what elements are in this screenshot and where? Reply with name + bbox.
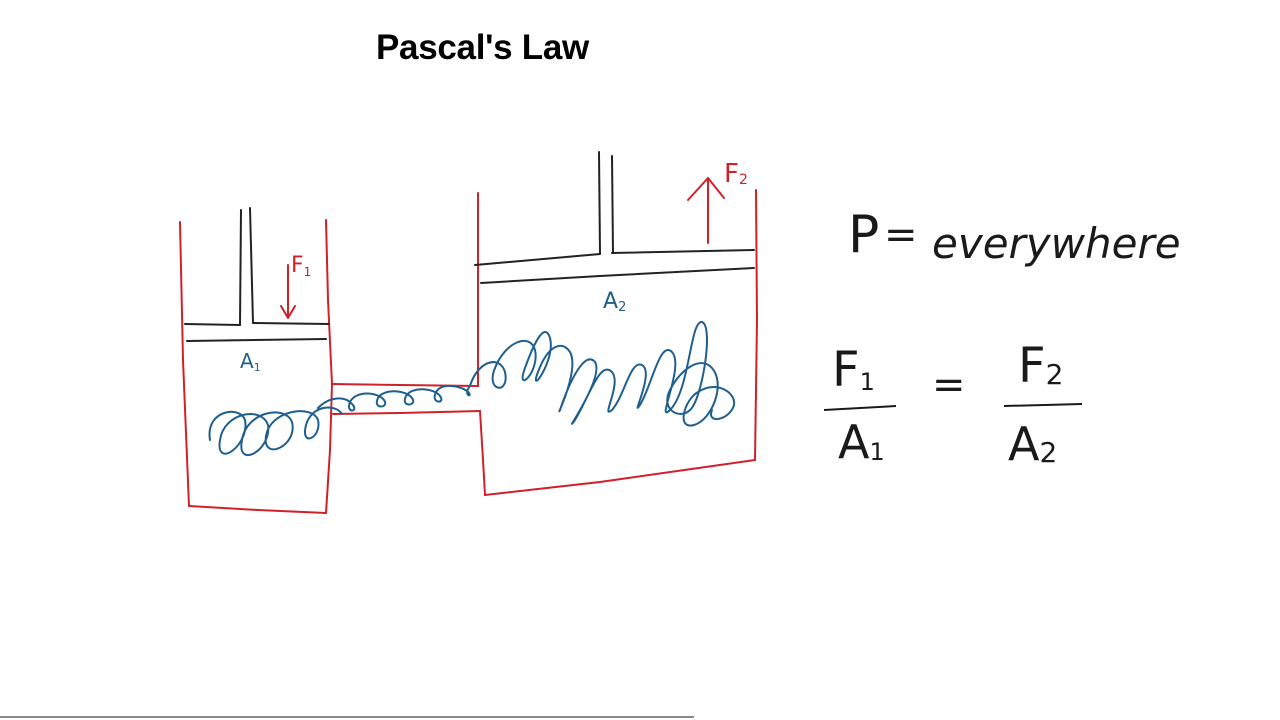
force-large-letter: F [724, 159, 739, 189]
ratio-right-numerator-letter: F [1018, 338, 1046, 394]
pistons [184, 151, 755, 342]
ratio-right-denominator: A2 [1008, 417, 1057, 471]
ratio-right-denominator-subscript: 2 [1039, 436, 1057, 469]
ratio-left-fraction-bar [823, 405, 897, 411]
fluid-swirl-small [208, 406, 343, 456]
force-small-letter: F [291, 253, 304, 278]
area-large-subscript: 2 [618, 300, 626, 315]
force-arrows [280, 177, 725, 319]
ratio-right-denominator-letter: A [1008, 417, 1040, 471]
force-small-label: F1 [291, 253, 311, 279]
ratio-equals: = [932, 362, 966, 408]
force-large-label: F2 [724, 159, 748, 189]
slide-title: Pascal's Law [376, 28, 589, 67]
small-piston-bottom [186, 338, 327, 342]
pressure-symbol: P [848, 205, 879, 265]
large-cylinder-left-wall [477, 192, 486, 496]
small-cylinder-right-wall [325, 219, 333, 514]
container-outline [179, 189, 758, 514]
ratio-equation: F1 A1 = F2 A2 [823, 338, 1083, 471]
fluid-swirls [208, 321, 736, 456]
large-cylinder-right-wall [754, 189, 758, 461]
ratio-left-numerator-letter: F [832, 342, 860, 398]
large-piston-rod [598, 151, 614, 255]
pressure-equation: P = everywhere [848, 205, 1181, 268]
ratio-left-numerator-subscript: 1 [860, 368, 875, 396]
small-cylinder-bottom [188, 505, 327, 514]
area-large-letter: A [603, 289, 618, 314]
fluid-swirl-large [469, 321, 736, 427]
ratio-left-denominator-subscript: 1 [869, 438, 884, 466]
area-small-letter: A [240, 349, 254, 373]
large-piston-top [474, 249, 755, 266]
small-piston-top [184, 322, 330, 326]
diagram-labels: F1 F2 A1 A2 [240, 159, 748, 374]
ratio-right-fraction-bar [1003, 403, 1083, 407]
fluid-swirl-tube [317, 385, 471, 412]
force-large-subscript: 2 [739, 172, 748, 188]
ratio-right-numerator-subscript: 2 [1046, 358, 1064, 391]
connecting-tube-bottom [332, 410, 481, 415]
large-cylinder-bottom [484, 459, 756, 496]
pressure-equals: = [884, 212, 918, 258]
area-large-label: A2 [603, 289, 626, 315]
footer-divider [0, 716, 694, 718]
area-small-label: A1 [240, 349, 261, 374]
force-large-arrow [687, 177, 725, 244]
ratio-left-denominator-letter: A [838, 415, 870, 469]
force-small-arrow [280, 264, 296, 319]
large-piston-bottom [480, 267, 755, 284]
ratio-right-numerator: F2 [1018, 338, 1063, 394]
small-cylinder-left-wall [179, 221, 190, 507]
ratio-left-numerator: F1 [832, 342, 875, 398]
ratio-left-denominator: A1 [838, 415, 885, 469]
small-piston-rod [239, 207, 254, 326]
force-small-subscript: 1 [304, 265, 312, 279]
pressure-everywhere-text: everywhere [932, 219, 1181, 268]
area-small-subscript: 1 [254, 361, 261, 374]
